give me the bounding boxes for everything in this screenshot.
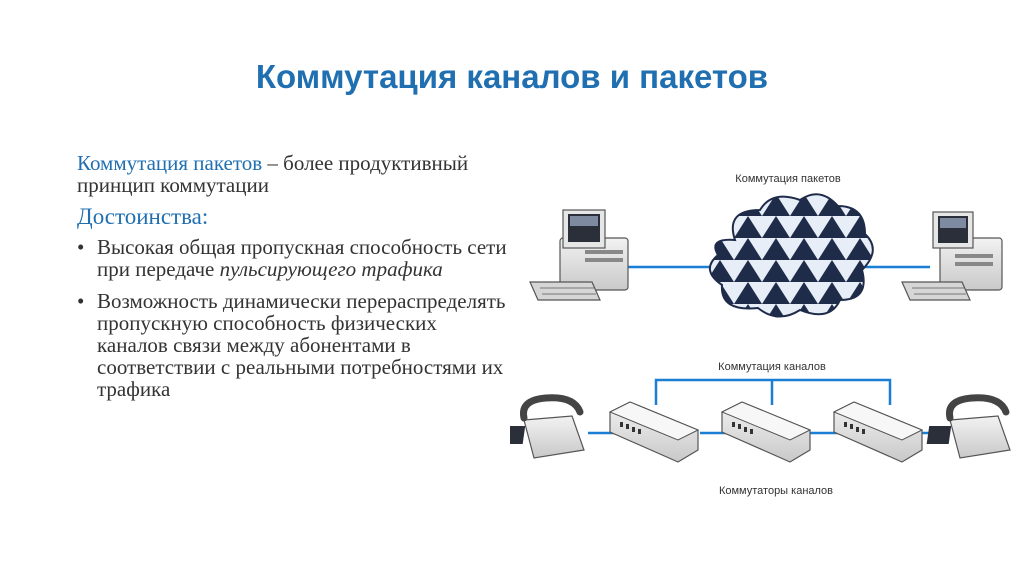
circuit-switch-icon	[720, 401, 812, 463]
circuit-switching-label: Коммутация каналов	[718, 361, 826, 373]
advantage-italic-text: пульсирующего трафика	[219, 257, 443, 281]
text-column: Коммутация пакетов – более продуктивный …	[77, 152, 507, 410]
packet-switching-label: Коммутация пакетов	[735, 173, 841, 185]
telephone-left-icon	[510, 394, 585, 459]
intro-paragraph: Коммутация пакетов – более продуктивный …	[77, 152, 507, 196]
slide-title: Коммутация каналов и пакетов	[255, 58, 769, 95]
circuit-switch-icon	[608, 401, 700, 463]
computer-left-icon	[529, 209, 629, 301]
bullet-marker: •	[77, 235, 85, 259]
advantage-item: • Высокая общая пропускная способность се…	[77, 236, 507, 280]
network-diagram: Коммутация пакетов Коммутация каналов	[510, 173, 1011, 497]
computer-right-icon	[901, 211, 1003, 301]
circuit-switches-label: Коммутаторы каналов	[719, 485, 833, 497]
telephone-right-icon	[926, 394, 1011, 459]
advantage-text: Возможность динамически перераспределять…	[97, 289, 506, 401]
advantage-text: Высокая общая пропускная способность сет…	[97, 235, 507, 281]
advantages-list: • Высокая общая пропускная способность се…	[77, 236, 507, 400]
advantage-item: • Возможность динамически перераспределят…	[77, 290, 507, 400]
packet-network-cloud-icon	[709, 193, 874, 318]
intro-lead: Коммутация пакетов	[77, 151, 263, 175]
intro-rest: – более продуктивный принцип коммутации	[77, 151, 469, 197]
circuit-switch-icon	[832, 401, 924, 463]
advantages-heading: Достоинства:	[77, 204, 209, 229]
bullet-marker: •	[77, 289, 85, 313]
